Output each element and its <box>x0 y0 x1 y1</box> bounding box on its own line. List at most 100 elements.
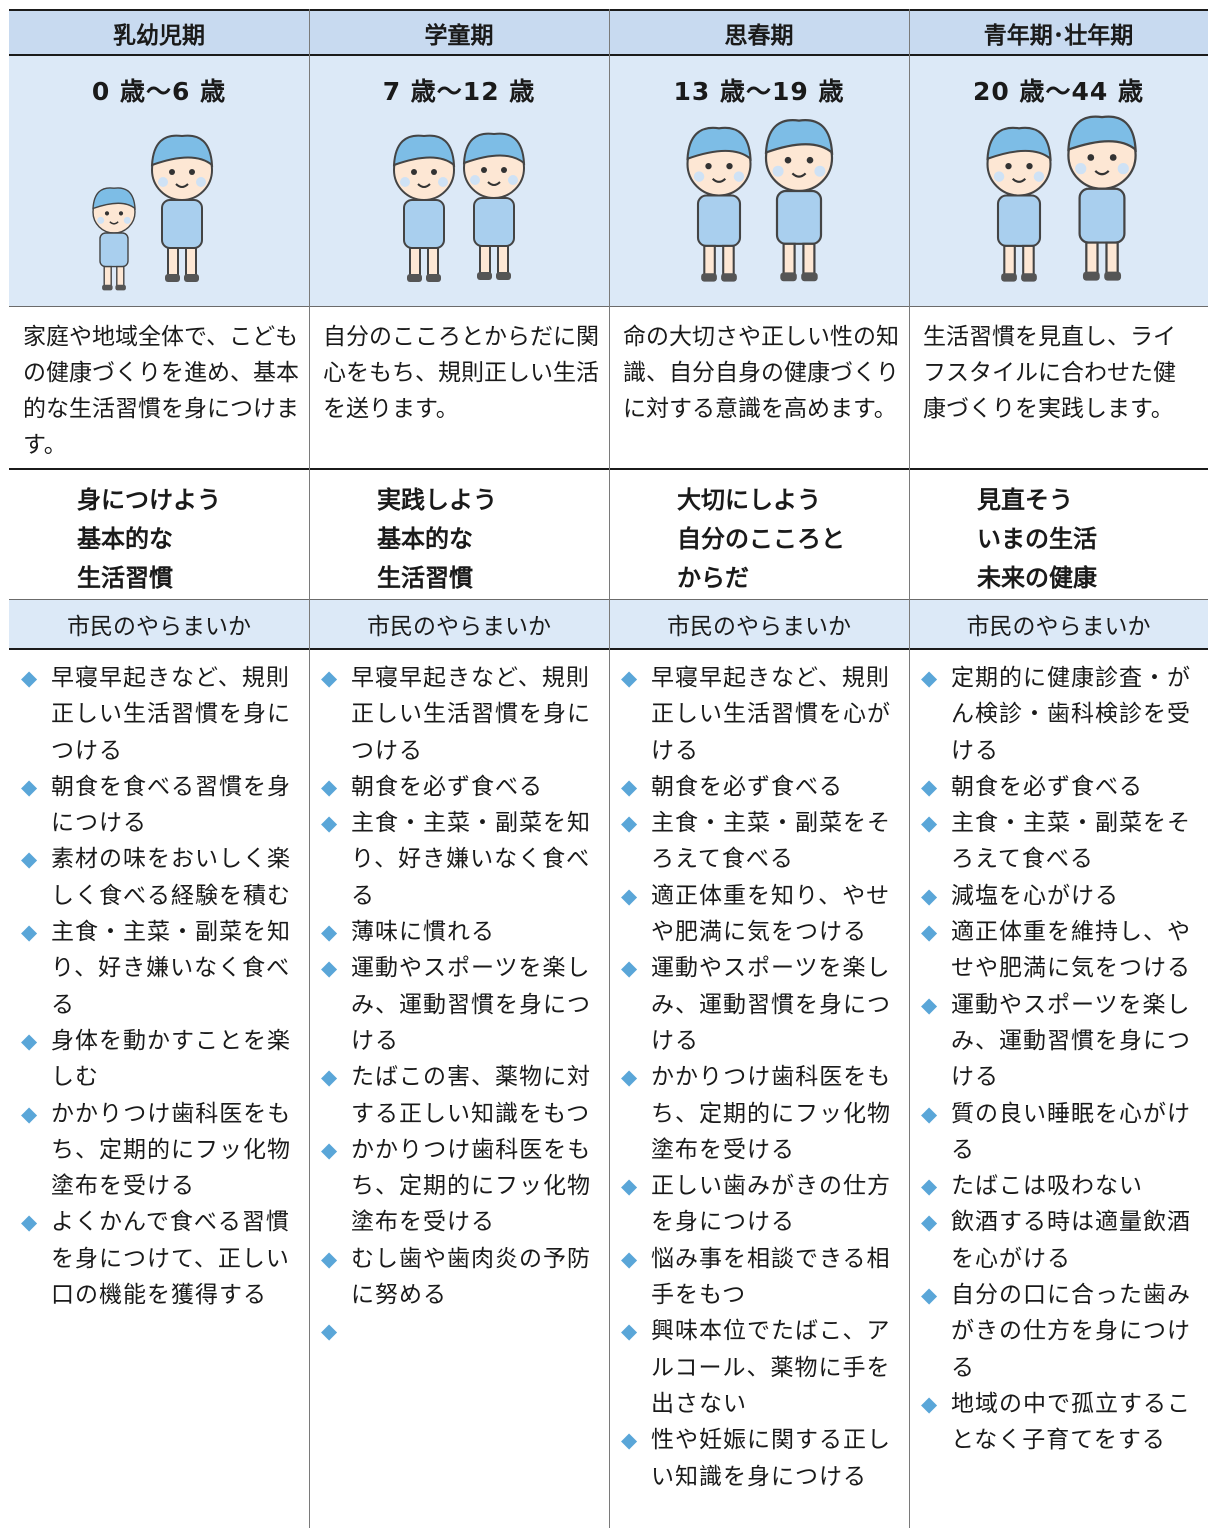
stage-header: 乳幼児期 <box>9 9 309 56</box>
diamond-icon: ◆ <box>621 1065 639 1090</box>
age-panel: 7 歳～12 歳 <box>309 56 609 307</box>
action-list: ◆定期的に健康診査・がん検診・歯科検診を受ける ◆朝食を必ず食べる ◆主食・主菜… <box>909 650 1208 1528</box>
list-item: ◆早寝早起きなど、規則正しい生活習慣を心がける <box>621 660 901 769</box>
list-item: ◆薄味に慣れる <box>321 914 601 950</box>
list-item: ◆たばこは吸わない <box>921 1168 1200 1204</box>
slogan-line: 基本的な <box>77 525 173 553</box>
stage-slogan: 大切にしよう 自分のこころと からだ <box>609 470 909 600</box>
stage-description: 命の大切さや正しい性の知識、自分自身の健康づくりに対する意識を高めます。 <box>609 307 909 470</box>
diamond-icon: ◆ <box>921 1283 939 1308</box>
diamond-icon: ◆ <box>621 1174 639 1199</box>
diamond-icon: ◆ <box>21 774 39 799</box>
diamond-icon: ◆ <box>921 774 939 799</box>
schoolchildren-illustration <box>393 132 525 283</box>
adolescents-illustration <box>686 119 834 283</box>
slogan-line: 見直そう <box>977 486 1073 514</box>
action-list: ◆早寝早起きなど、規則正しい生活習慣を心がける ◆朝食を必ず食べる ◆主食・主菜… <box>609 650 909 1528</box>
list-item: ◆かかりつけ歯科医をもち、定期的にフッ化物塗布を受ける <box>321 1132 601 1241</box>
list-item: ◆むし歯や歯肉炎の予防に努める <box>321 1241 601 1314</box>
age-panel: 13 歳～19 歳 <box>609 56 909 307</box>
list-item: ◆定期的に健康診査・がん検診・歯科検診を受ける <box>921 660 1200 769</box>
list-item: ◆主食・主菜・副菜を知り、好き嫌いなく食べる <box>321 805 601 914</box>
stage-column: 乳幼児期 0 歳～6 歳 家庭や地域全体で、こどもの健康づくりを進め、基本的な生… <box>9 9 309 1528</box>
age-range: 0 歳～6 歳 <box>91 77 227 106</box>
citizen-action-header: 市民のやらまいか <box>9 600 309 650</box>
diamond-icon: ◆ <box>321 920 339 945</box>
list-item: ◆素材の味をおいしく楽しく食べる経験を積む <box>21 841 301 914</box>
stage-header: 思春期 <box>609 9 909 56</box>
list-item: ◆かかりつけ歯科医をもち、定期的にフッ化物塗布を受ける <box>21 1096 301 1205</box>
action-list: ◆早寝早起きなど、規則正しい生活習慣を身につける ◆朝食を必ず食べる ◆主食・主… <box>309 650 609 1528</box>
stage-description: 家庭や地域全体で、こどもの健康づくりを進め、基本的な生活習慣を身につけます。 <box>9 307 309 470</box>
list-item: ◆早寝早起きなど、規則正しい生活習慣を身につける <box>321 660 601 769</box>
list-item: ◆運動やスポーツを楽しみ、運動習慣を身につける <box>621 950 901 1059</box>
diamond-icon: ◆ <box>21 1101 39 1126</box>
list-item: ◆適正体重を知り、やせや肥満に気をつける <box>621 878 901 951</box>
list-item: ◆朝食を食べる習慣を身につける <box>21 769 301 842</box>
diamond-icon: ◆ <box>21 1028 39 1053</box>
stage-slogan: 身につけよう 基本的な 生活習慣 <box>9 470 309 600</box>
diamond-icon: ◆ <box>921 666 939 690</box>
slogan-line: からだ <box>677 564 749 592</box>
list-item: ◆性や妊娠に関する正しい知識を身につける <box>621 1422 901 1495</box>
action-list: ◆早寝早起きなど、規則正しい生活習慣を身につける ◆朝食を食べる習慣を身につける… <box>9 650 309 1528</box>
slogan-line: 自分のこころと <box>677 525 845 553</box>
life-stage-table: 乳幼児期 0 歳～6 歳 家庭や地域全体で、こどもの健康づくりを進め、基本的な生… <box>9 9 1208 1528</box>
list-item: ◆身体を動かすことを楽しむ <box>21 1023 301 1096</box>
diamond-icon: ◆ <box>921 992 939 1017</box>
age-range: 13 歳～19 歳 <box>673 77 845 106</box>
diamond-icon: ◆ <box>321 666 339 690</box>
list-item: ◆主食・主菜・副菜をそろえて食べる <box>921 805 1200 878</box>
slogan-line: 身につけよう <box>77 486 221 514</box>
diamond-icon: ◆ <box>621 774 639 799</box>
stage-slogan: 見直そう いまの生活 未来の健康 <box>909 470 1208 600</box>
diamond-icon: ◆ <box>21 666 39 690</box>
citizen-action-header: 市民のやらまいか <box>609 600 909 650</box>
citizen-action-header: 市民のやらまいか <box>309 600 609 650</box>
slogan-line: 実践しよう <box>377 486 497 514</box>
list-item: ◆主食・主菜・副菜を知り、好き嫌いなく食べる <box>21 914 301 1023</box>
diamond-icon: ◆ <box>921 1101 939 1126</box>
list-item: ◆自分の口に合った歯みがきの仕方を身につける <box>921 1277 1200 1386</box>
stage-description: 自分のこころとからだに関心をもち、規則正しい生活を送ります。 <box>309 307 609 470</box>
diamond-icon: ◆ <box>921 1174 939 1199</box>
slogan-line: 未来の健康 <box>977 564 1097 592</box>
list-item: ◆正しい歯みがきの仕方を身につける <box>621 1168 901 1241</box>
age-panel: 0 歳～6 歳 <box>9 56 309 307</box>
column-divider <box>309 9 310 1528</box>
list-item: ◆朝食を必ず食べる <box>321 769 601 805</box>
list-item: ◆地域の中で孤立することなく子育てをする <box>921 1386 1200 1459</box>
list-item: ◆興味本位でたばこ、アルコール、薬物に手を出さない <box>621 1313 901 1422</box>
diamond-icon: ◆ <box>621 1246 639 1271</box>
diamond-icon: ◆ <box>321 1065 339 1090</box>
column-divider <box>909 9 910 1528</box>
list-item: ◆朝食を必ず食べる <box>921 769 1200 805</box>
list-item: ◆運動やスポーツを楽しみ、運動習慣を身につける <box>321 950 601 1059</box>
stage-header: 学童期 <box>309 9 609 56</box>
list-item: ◆朝食を必ず食べる <box>621 769 901 805</box>
diamond-icon: ◆ <box>921 811 939 836</box>
diamond-icon: ◆ <box>921 1210 939 1235</box>
diamond-icon: ◆ <box>621 883 639 908</box>
diamond-icon: ◆ <box>621 956 639 981</box>
slogan-line: いまの生活 <box>977 525 1097 553</box>
diamond-icon: ◆ <box>21 847 39 872</box>
adults-illustration <box>985 115 1137 283</box>
slogan-line: 大切にしよう <box>677 486 821 514</box>
diamond-icon: ◆ <box>621 811 639 836</box>
column-divider <box>609 9 610 1528</box>
list-item: ◆早寝早起きなど、規則正しい生活習慣を身につける <box>21 660 301 769</box>
slogan-line: 生活習慣 <box>377 564 473 592</box>
slogan-line: 生活習慣 <box>77 564 173 592</box>
list-item: ◆かかりつけ歯科医をもち、定期的にフッ化物塗布を受ける <box>621 1059 901 1168</box>
list-item: ◆質の良い睡眠を心がける <box>921 1096 1200 1169</box>
age-range: 20 歳～44 歳 <box>973 77 1144 106</box>
list-item: ◆よくかんで食べる習慣を身につけて、正しい口の機能を獲得する <box>21 1204 301 1313</box>
stage-slogan: 実践しよう 基本的な 生活習慣 <box>309 470 609 600</box>
list-item: ◆主食・主菜・副菜をそろえて食べる <box>621 805 901 878</box>
list-item: ◆たばこの害、薬物に対する正しい知識をもつ <box>321 1059 601 1132</box>
diamond-icon: ◆ <box>321 774 339 799</box>
infant-and-child-illustration <box>92 134 213 292</box>
age-panel: 20 歳～44 歳 <box>909 56 1208 307</box>
diamond-icon: ◆ <box>321 1246 339 1271</box>
